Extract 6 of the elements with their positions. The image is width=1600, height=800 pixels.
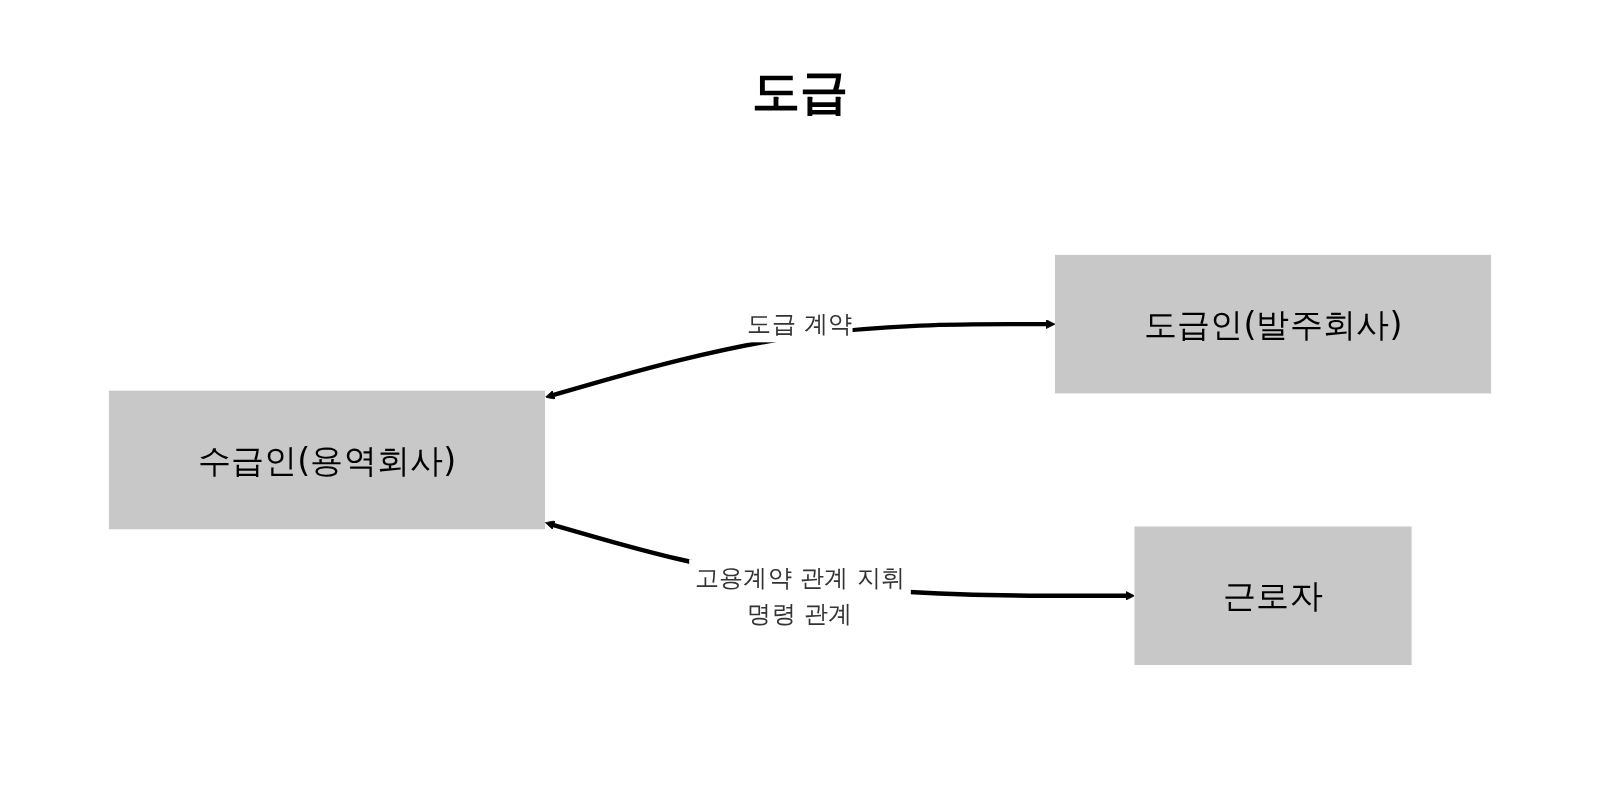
diagram-title: 도급 <box>752 63 848 119</box>
edge-label: 고용계약 관계 지휘명령 관계 <box>694 563 906 628</box>
node-box: 도급인(발주회사) <box>1055 254 1492 394</box>
node-box: 근로자 <box>1134 526 1412 666</box>
edge-label: 도급 계약 <box>747 310 853 339</box>
node-box: 수급인(용역회사) <box>108 390 545 530</box>
